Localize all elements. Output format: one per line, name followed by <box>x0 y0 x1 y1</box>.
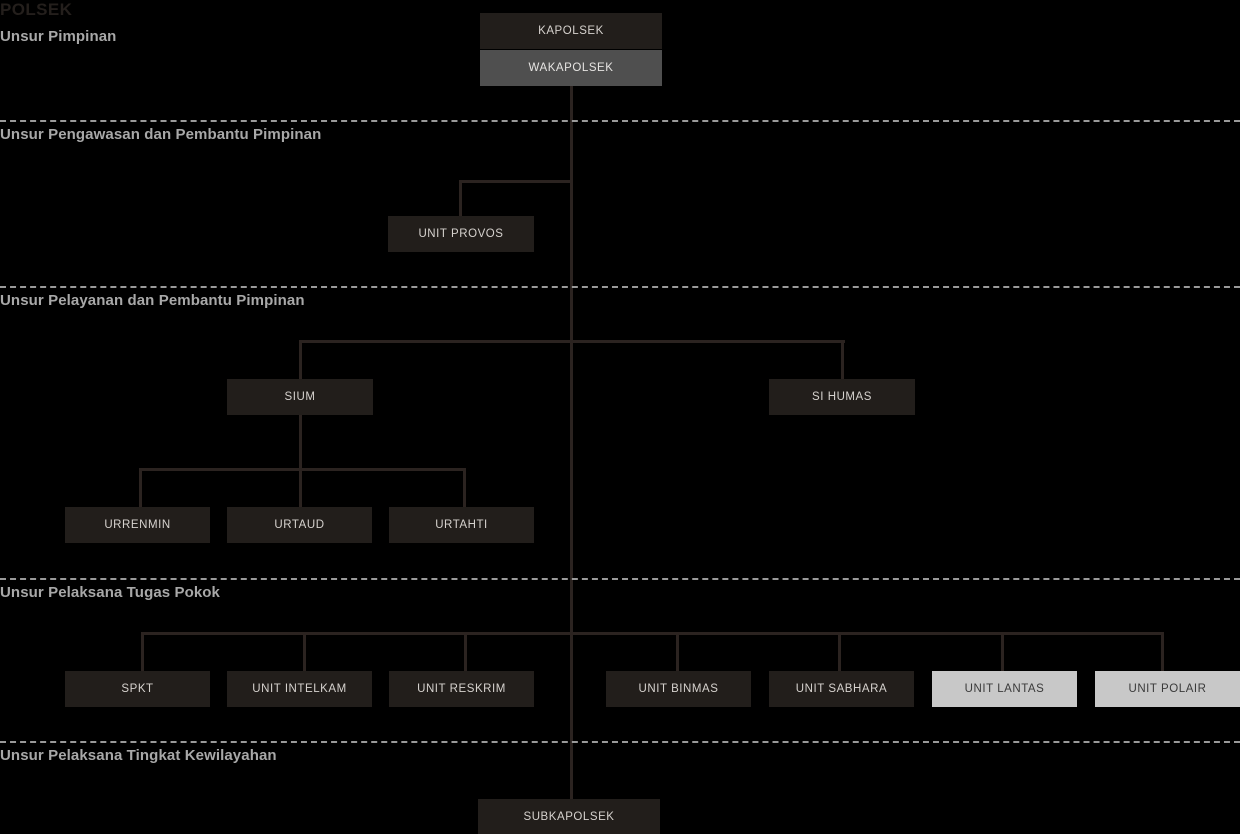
page-title: POLSEK <box>0 0 73 19</box>
node-si-humas[interactable]: SI HUMAS <box>769 379 915 415</box>
divider-kewilayahan <box>0 741 1240 743</box>
trunk-line-main <box>570 86 573 801</box>
connector-spkt-drop <box>141 632 144 671</box>
divider-pengawasan <box>0 120 1240 122</box>
band-label-unsur-pelaksana-tugas-pokok: Unsur Pelaksana Tugas Pokok <box>0 584 221 601</box>
connector-provos-vertical <box>459 180 462 216</box>
node-wakapolsek[interactable]: WAKAPOLSEK <box>480 50 662 86</box>
node-unit-sabhara[interactable]: UNIT SABHARA <box>769 671 914 707</box>
connector-sabhara-drop <box>838 632 841 671</box>
band-label-unsur-pelayanan: Unsur Pelayanan dan Pembantu Pimpinan <box>0 292 305 309</box>
band-label-unsur-pimpinan: Unsur Pimpinan <box>0 28 117 45</box>
divider-tugas-pokok <box>0 578 1240 580</box>
connector-pelayanan-bus <box>300 340 845 343</box>
connector-sium-drop <box>299 340 302 380</box>
connector-binmas-drop <box>676 632 679 671</box>
connector-tugas-pokok-bus <box>142 632 1162 635</box>
node-urtaud[interactable]: URTAUD <box>227 507 372 543</box>
node-urrenmin[interactable]: URRENMIN <box>65 507 210 543</box>
node-unit-lantas[interactable]: UNIT LANTAS <box>932 671 1077 707</box>
connector-sium-stem <box>299 415 302 468</box>
node-unit-binmas[interactable]: UNIT BINMAS <box>606 671 751 707</box>
node-sium[interactable]: SIUM <box>227 379 373 415</box>
node-subkapolsek[interactable]: SUBKAPOLSEK <box>478 799 660 834</box>
connector-polair-drop <box>1161 632 1164 671</box>
band-label-unsur-pelaksana-kewilayahan: Unsur Pelaksana Tingkat Kewilayahan <box>0 747 277 764</box>
connector-lantas-drop <box>1001 632 1004 671</box>
node-spkt[interactable]: SPKT <box>65 671 210 707</box>
node-unit-provos[interactable]: UNIT PROVOS <box>388 216 534 252</box>
connector-provos-horizontal <box>460 180 572 183</box>
connector-reskrim-drop <box>464 632 467 671</box>
connector-sihumas-drop <box>841 340 844 380</box>
connector-urtahti-drop <box>463 468 466 507</box>
band-label-unsur-pengawasan: Unsur Pengawasan dan Pembantu Pimpinan <box>0 126 322 143</box>
connector-sium-children-bus <box>140 468 466 471</box>
node-urtahti[interactable]: URTAHTI <box>389 507 534 543</box>
divider-pelayanan <box>0 286 1240 288</box>
node-unit-polair[interactable]: UNIT POLAIR <box>1095 671 1240 707</box>
connector-intelkam-drop <box>303 632 306 671</box>
connector-urrenmin-drop <box>139 468 142 507</box>
connector-urtaud-drop <box>299 468 302 507</box>
node-unit-intelkam[interactable]: UNIT INTELKAM <box>227 671 372 707</box>
node-unit-reskrim[interactable]: UNIT RESKRIM <box>389 671 534 707</box>
node-kapolsek[interactable]: KAPOLSEK <box>480 13 662 49</box>
